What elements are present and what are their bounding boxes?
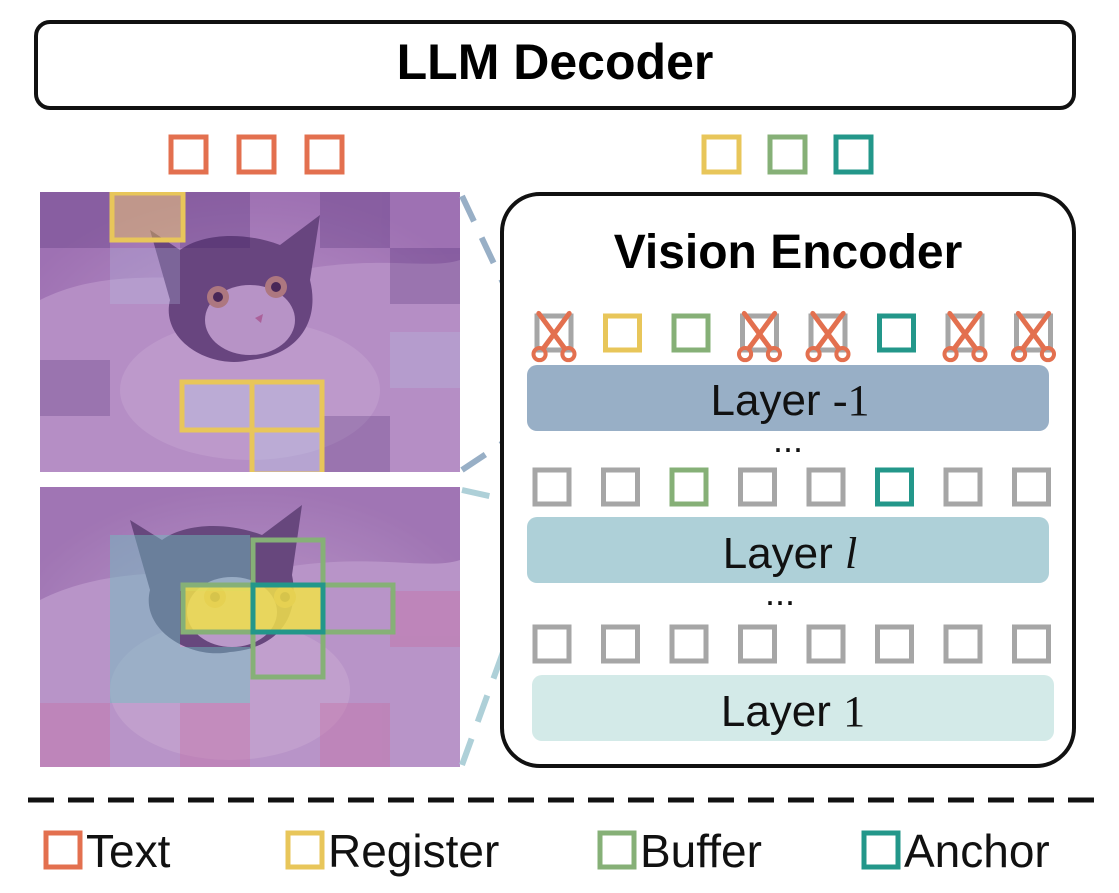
layer-top-bar [527, 365, 1049, 431]
encoder-token-rows [531, 310, 1057, 664]
text-token-row [168, 134, 345, 175]
vision-encoder-title: Vision Encoder [614, 226, 963, 279]
gray-token [943, 624, 983, 664]
ellipsis-lower: ... [765, 572, 795, 613]
legend-buffer-label: Buffer [640, 825, 762, 877]
pruned-token [808, 313, 848, 353]
gray-token [601, 624, 640, 664]
llm-decoder-block: LLM Decoder [34, 20, 1076, 110]
legend-register-label: Register [328, 825, 499, 877]
legend-anchor-swatch [861, 830, 901, 870]
legend-buffer-swatch [597, 830, 637, 870]
visual-token-row [701, 134, 874, 175]
legend: Text Register Buffer Anchor [43, 825, 1050, 877]
pruned-token [1014, 313, 1053, 353]
scissors-icon [531, 310, 577, 363]
gray-token [1012, 624, 1051, 664]
text-token [236, 134, 277, 175]
gray-token [669, 624, 709, 664]
gray-token [806, 624, 846, 664]
scissors-icon [1010, 310, 1057, 363]
gray-token [1012, 467, 1051, 507]
gray-token [532, 624, 572, 664]
gray-token [943, 467, 983, 507]
attention-map-bottom [40, 487, 460, 767]
vision-encoder-block: Vision Encoder Layer -1 ... Layer l ... … [500, 192, 1076, 768]
legend-register-swatch [285, 830, 325, 870]
legend-text-label: Text [86, 825, 171, 877]
gray-token [738, 467, 777, 507]
gray-token [738, 624, 777, 664]
buffer-token [669, 467, 709, 507]
register-token [701, 134, 742, 175]
buffer-token [671, 313, 711, 353]
scissors-icon [805, 310, 851, 363]
text-token [168, 134, 209, 175]
anchor-token [877, 313, 916, 353]
layer-mid-bar [527, 517, 1049, 583]
anchor-token [833, 134, 874, 175]
pruned-token [534, 313, 574, 353]
scissors-icon [942, 310, 988, 363]
layer-bottom-label: Layer 1 [721, 687, 865, 736]
pruned-token [740, 313, 779, 353]
text-token [304, 134, 345, 175]
layer-mid-label: Layer l [723, 529, 858, 578]
llm-decoder-title: LLM Decoder [397, 34, 714, 90]
legend-text-swatch [43, 830, 83, 870]
layer-bottom-bar [532, 675, 1054, 741]
ellipsis-upper: ... [773, 419, 803, 460]
buffer-token [767, 134, 808, 175]
gray-token [875, 624, 914, 664]
layer-top-label: Layer -1 [711, 376, 870, 425]
gray-token [806, 467, 846, 507]
legend-anchor-label: Anchor [904, 825, 1050, 877]
gray-token [532, 467, 572, 507]
anchor-token [875, 467, 914, 507]
register-token [603, 313, 642, 353]
pruned-token [945, 313, 985, 353]
gray-token [601, 467, 640, 507]
scissors-icon [736, 310, 783, 363]
attention-map-top [40, 192, 460, 472]
